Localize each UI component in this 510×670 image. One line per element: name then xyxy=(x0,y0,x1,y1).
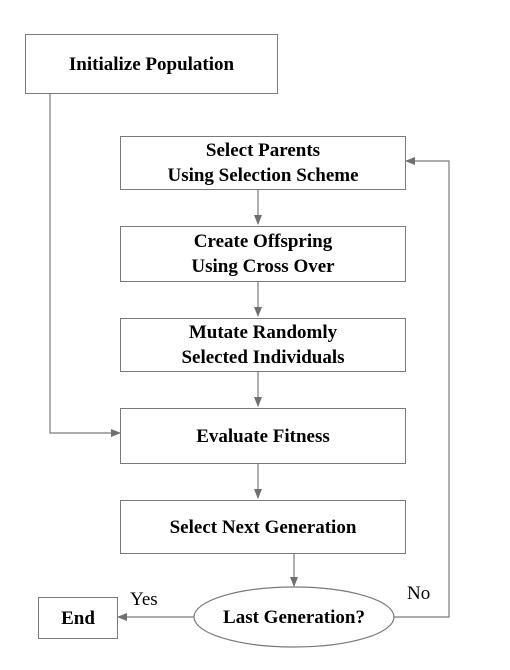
node-select-parents-line1: Select Parents xyxy=(205,140,321,161)
edge-label-yes: Yes xyxy=(130,589,158,610)
node-select-parents-line2: Using Selection Scheme xyxy=(167,165,359,186)
node-select-next-generation-label: Select Next Generation xyxy=(169,516,357,538)
node-initialize-population-label: Initialize Population xyxy=(68,53,235,75)
edge-decision-to-select-parents xyxy=(394,157,450,618)
node-last-generation-label: Last Generation? xyxy=(223,606,365,628)
node-end-label: End xyxy=(61,607,95,629)
node-select-next-generation: Select Next Generation xyxy=(120,500,406,554)
node-mutate: Mutate Randomly Selected Individuals xyxy=(120,318,406,372)
node-evaluate-fitness: Evaluate Fitness xyxy=(120,408,406,464)
node-select-parents: Select Parents Using Selection Scheme xyxy=(120,136,406,190)
node-create-offspring: Create Offspring Using Cross Over xyxy=(120,226,406,282)
node-create-offspring-line1: Create Offspring xyxy=(193,231,333,252)
node-mutate-line1: Mutate Randomly xyxy=(188,322,338,343)
node-end: End xyxy=(38,597,118,639)
edge-label-no: No xyxy=(407,583,431,604)
edge-init-to-evaluate xyxy=(49,94,121,437)
node-evaluate-fitness-label: Evaluate Fitness xyxy=(196,425,330,447)
node-initialize-population: Initialize Population xyxy=(25,34,278,94)
node-mutate-line2: Selected Individuals xyxy=(181,347,345,368)
decision-ellipse xyxy=(193,586,395,648)
node-last-generation: Last Generation? xyxy=(194,587,394,647)
node-create-offspring-line2: Using Cross Over xyxy=(191,256,335,277)
